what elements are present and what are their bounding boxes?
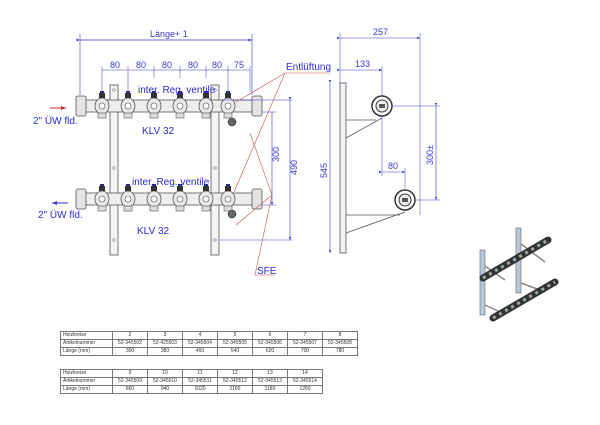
table-row: Länge (mm) 300 380 460 540 620 700 780: [60, 347, 358, 356]
side-80-label: 80: [388, 161, 398, 171]
table-cell: 940: [147, 385, 183, 394]
table-cell: 1260: [287, 385, 323, 394]
table-row: Heizkreise 9 10 11 12 13 14: [60, 369, 323, 378]
table-cell: 380: [147, 347, 183, 356]
row-header: Heizkreise: [60, 369, 113, 378]
row-header: Artikelnummer: [60, 339, 113, 348]
table-cell: 860: [112, 385, 148, 394]
manifold-label-bottom: KLV 32: [137, 226, 169, 237]
spacing-ticks: [101, 66, 251, 92]
spec-table-2: Heizkreise 9 10 11 12 13 14 Artikelnumme…: [60, 369, 323, 394]
reg-valves-label-bottom: inter. Reg. ventile: [132, 177, 210, 188]
table-cell: 52-345512: [217, 377, 253, 386]
table-cell: 620: [252, 347, 288, 356]
table-cell: 52-345514: [287, 377, 323, 386]
top-manifold: [75, 90, 263, 127]
table-cell: 10: [147, 369, 183, 378]
leader-lines: [233, 72, 330, 276]
inlet-fitting: [75, 95, 87, 117]
drain-valve-icon: [227, 117, 237, 127]
table-cell: 14: [287, 369, 323, 378]
spec-table-1: Heizkreise 2 3 4 5 6 7 8 Artikelnummer 5…: [60, 331, 358, 356]
table-cell: 52-345508: [322, 339, 358, 348]
table-cell: 1020: [182, 385, 218, 394]
table-cell: 13: [252, 369, 288, 378]
table-row: Artikelnummer 52-345509 52-345510 52-345…: [60, 377, 323, 386]
right-rail: [210, 84, 220, 256]
table-cell: 52-345510: [147, 377, 183, 386]
spacing-label-1: 80: [110, 60, 120, 70]
spacing-label-2: 80: [136, 60, 146, 70]
isometric-view: [479, 227, 559, 322]
spacing-label-4: 80: [188, 60, 198, 70]
table-cell: 52-345502: [112, 339, 148, 348]
side-rail: [339, 82, 347, 254]
manifold-label-top: KLV 32: [142, 126, 174, 137]
table-cell: 540: [217, 347, 253, 356]
table-cell: 52-345506: [252, 339, 288, 348]
table-cell: 52-345507: [287, 339, 323, 348]
spacing-label-6: 75: [234, 60, 244, 70]
table-cell: 1100: [217, 385, 253, 394]
row-header: Länge (mm): [60, 385, 113, 394]
side-545-label: 545: [319, 163, 329, 178]
table-cell: 9: [112, 369, 148, 378]
spacing-label-3: 80: [162, 60, 172, 70]
height-300-label: 300: [271, 147, 281, 162]
row-header: Artikelnummer: [60, 377, 113, 386]
table-cell: 6: [252, 331, 288, 340]
reg-valves-label-top: inter. Reg. ventile: [138, 85, 216, 96]
venting-label: Entlüftung: [286, 62, 331, 73]
table-cell: 460: [182, 347, 218, 356]
left-rail: [109, 84, 119, 256]
table-cell: 52-345513: [252, 377, 288, 386]
table-cell: 1180: [252, 385, 288, 394]
inlet-label: 2" ÜW fld.: [33, 115, 78, 127]
side-300-label: 300±: [425, 145, 435, 165]
table-cell: 52-345511: [182, 377, 218, 386]
row-header: Heizkreise: [60, 331, 113, 340]
sfe-label: SFE: [257, 266, 277, 277]
table-cell: 8: [322, 331, 358, 340]
table-cell: 52-425503: [147, 339, 183, 348]
length-label: Länge+ 1: [150, 29, 188, 39]
table-cell: 300: [112, 347, 148, 356]
table-cell: 12: [217, 369, 253, 378]
front-view: Länge+ 1 80 80 80 80 80 75: [33, 29, 331, 277]
row-header: Länge (mm): [60, 347, 113, 356]
table-cell: 7: [287, 331, 323, 340]
table-cell: 4: [182, 331, 218, 340]
table-cell: 52-345504: [182, 339, 218, 348]
table-row: Länge (mm) 860 940 1020 1100 1180 1260: [60, 385, 323, 394]
table-cell: 5: [217, 331, 253, 340]
bottom-manifold: [75, 183, 263, 219]
side-view: 257 133 545 80 300±: [319, 27, 440, 254]
table-cell: 2: [112, 331, 148, 340]
table-row: Artikelnummer 52-345502 52-425503 52-345…: [60, 339, 358, 348]
spacing-label-5: 80: [212, 60, 222, 70]
table-cell: 700: [287, 347, 323, 356]
table-cell: 52-345509: [112, 377, 148, 386]
table-row: Heizkreise 2 3 4 5 6 7 8: [60, 331, 358, 340]
table-cell: 52-345505: [217, 339, 253, 348]
height-490-label: 490: [289, 160, 299, 175]
outlet-label: 2" ÜW fld.: [38, 209, 83, 221]
side-257-label: 257: [373, 27, 388, 37]
side-133-label: 133: [355, 59, 370, 69]
table-cell: 780: [322, 347, 358, 356]
table-cell: 3: [147, 331, 183, 340]
table-cell: 11: [182, 369, 218, 378]
